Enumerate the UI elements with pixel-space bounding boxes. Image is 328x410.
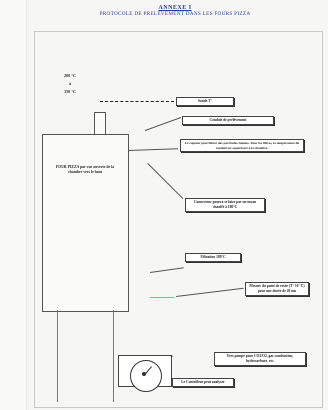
callout-filtration: Filtration 180°C	[185, 253, 241, 262]
document-subtitle: PROTOCOLE DE PRELEVEMENT DANS LES FOURS …	[99, 11, 251, 17]
callout-filter: Le capteur peut filtrer des particules f…	[180, 139, 304, 153]
oven-leg-right	[113, 310, 114, 402]
callout-controller: Le Contrôleur peut analyser	[172, 378, 234, 387]
scan-margin	[0, 0, 27, 410]
title-block: ANNEXE I PROTOCOLE DE PRELEVEMENT DANS L…	[40, 5, 310, 17]
callout-analyzer: Vers pompe pour CO2/O2, gaz combustion, …	[214, 352, 306, 366]
callout-vapor: Mesure du point de rosée (T° 10 °C) pour…	[245, 282, 309, 296]
temperature-top: 200 °C	[63, 73, 77, 78]
sensor-dashed-line	[100, 101, 174, 102]
callout-sensor: Sonde T°	[176, 97, 234, 106]
document-title: ANNEXE I	[158, 5, 192, 11]
temperature-sep: à	[68, 81, 72, 86]
plug-icon: ⌁	[170, 353, 174, 360]
temperature-range: 200 °C à 350 °C	[58, 72, 82, 96]
diagram-frame	[34, 31, 323, 408]
oven-leg-left	[57, 310, 58, 402]
oven-label: FOUR PIZZA par vue ouverte de la chambre…	[55, 165, 115, 174]
callout-exhaust: Conduit de prélèvement	[182, 116, 274, 125]
exhaust-pipe	[94, 112, 106, 136]
gauge-icon	[130, 360, 162, 392]
temperature-bottom: 350 °C	[63, 89, 77, 94]
gauge-pivot	[142, 372, 146, 376]
red-mark	[150, 297, 174, 298]
oven-body: FOUR PIZZA par vue ouverte de la chambre…	[42, 134, 129, 312]
callout-connector: Connecteur pourra se faire par un tuyau …	[185, 198, 265, 212]
